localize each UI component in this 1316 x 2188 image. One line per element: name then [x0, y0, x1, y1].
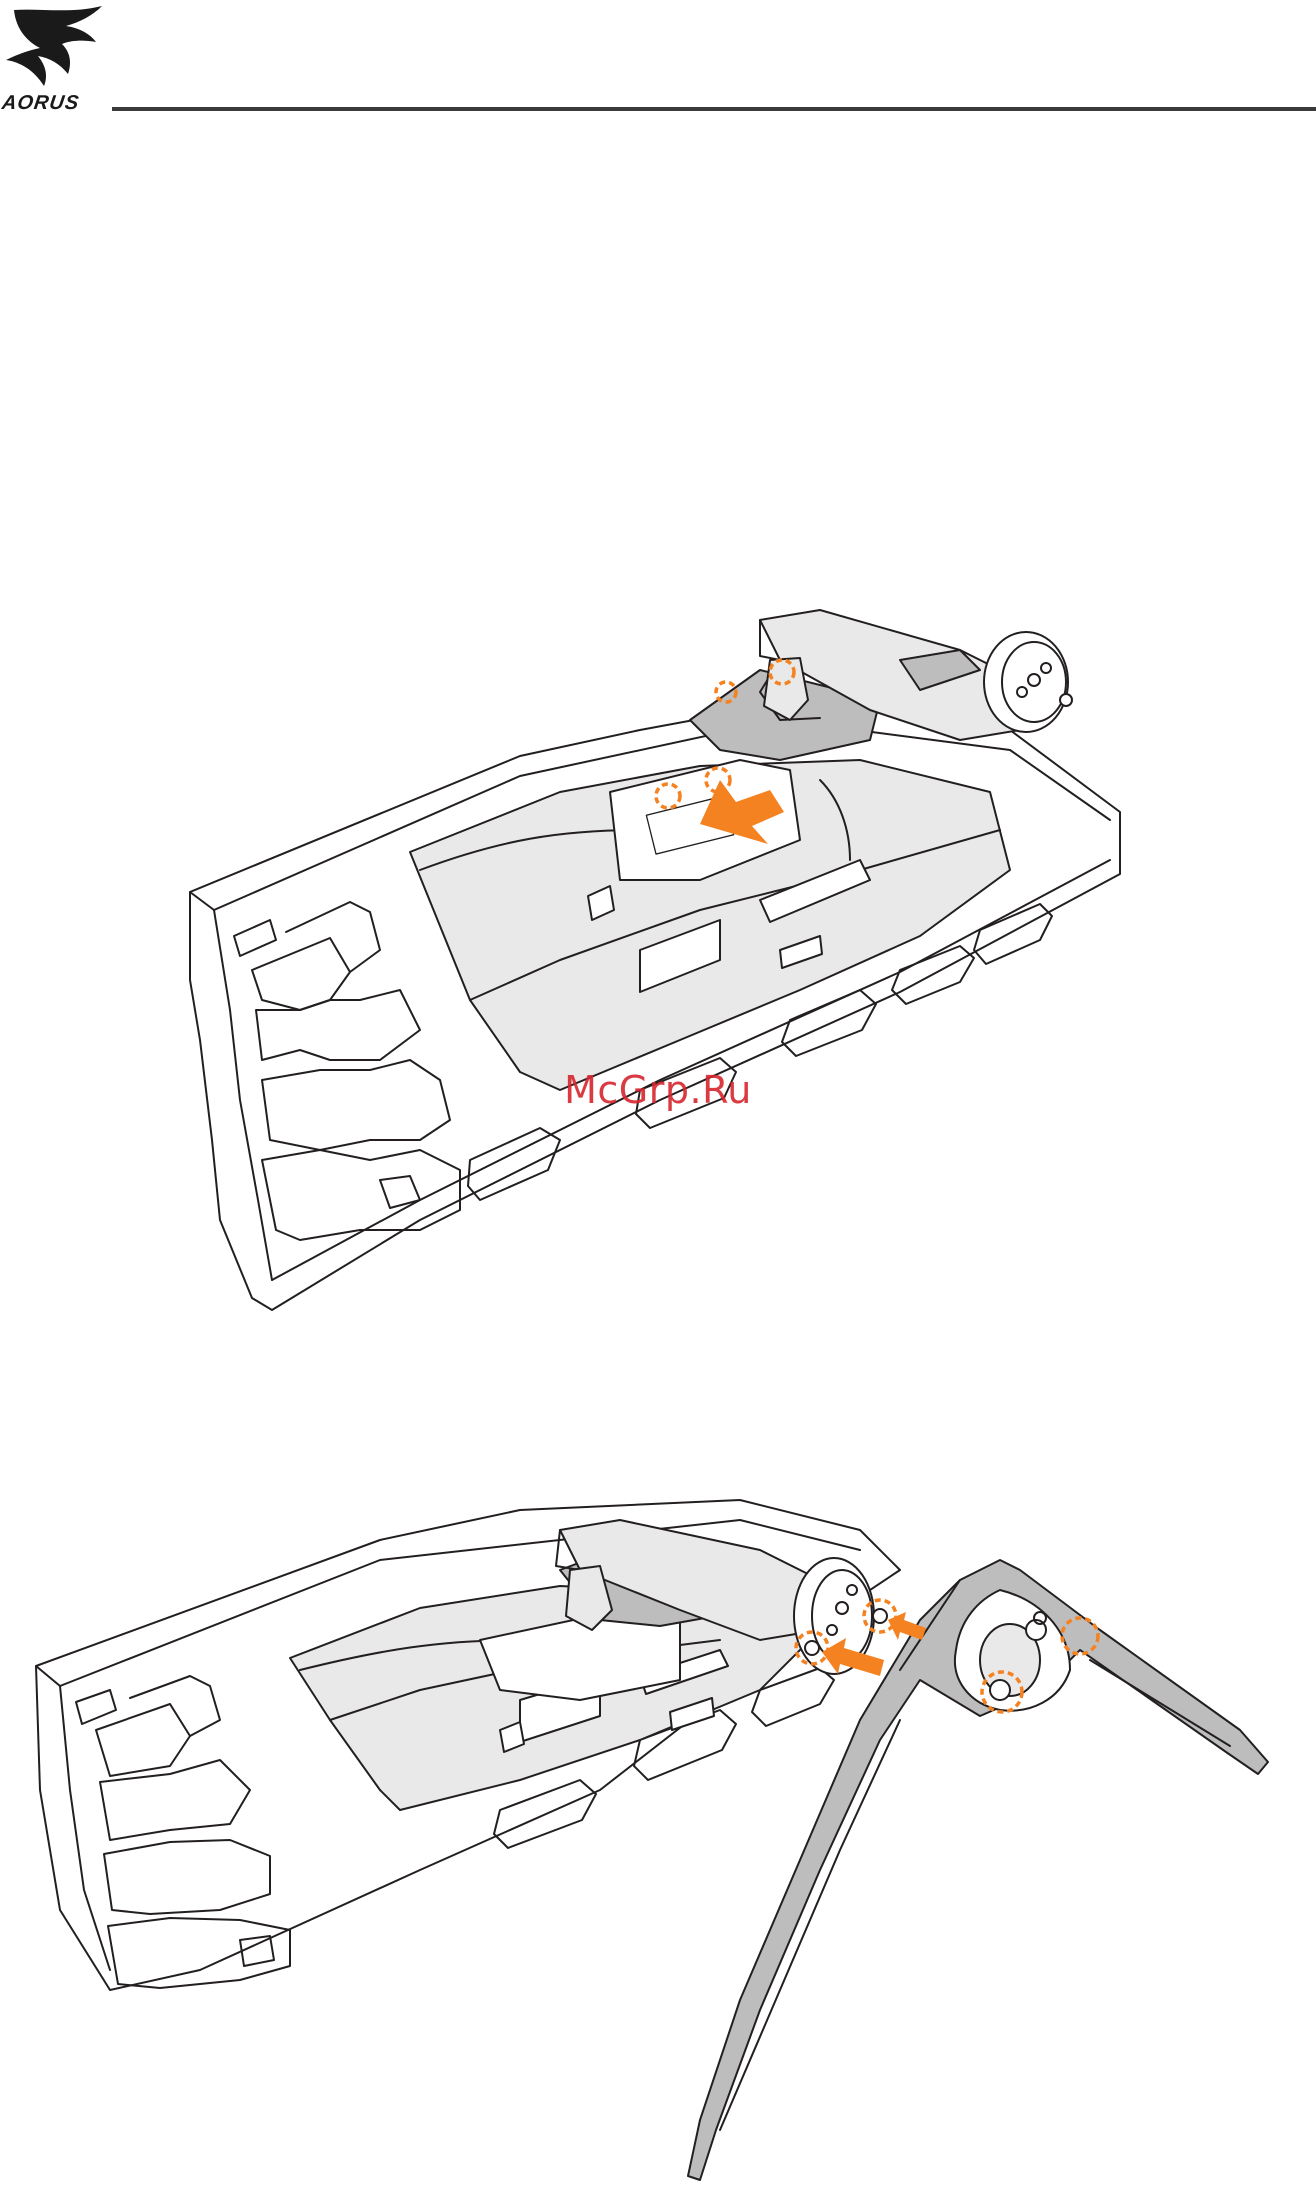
eagle-logo-icon	[0, 0, 112, 100]
stand-base-attach-illustration	[0, 1490, 1316, 2188]
header-divider	[112, 107, 1316, 111]
logo-wordmark: AORUS	[0, 92, 80, 115]
stand-arm-attach-illustration	[0, 580, 1316, 1320]
watermark-text: McGrp.Ru	[0, 1068, 1316, 1112]
page-header: AORUS	[0, 0, 1316, 125]
brand-logo: AORUS	[0, 0, 112, 120]
